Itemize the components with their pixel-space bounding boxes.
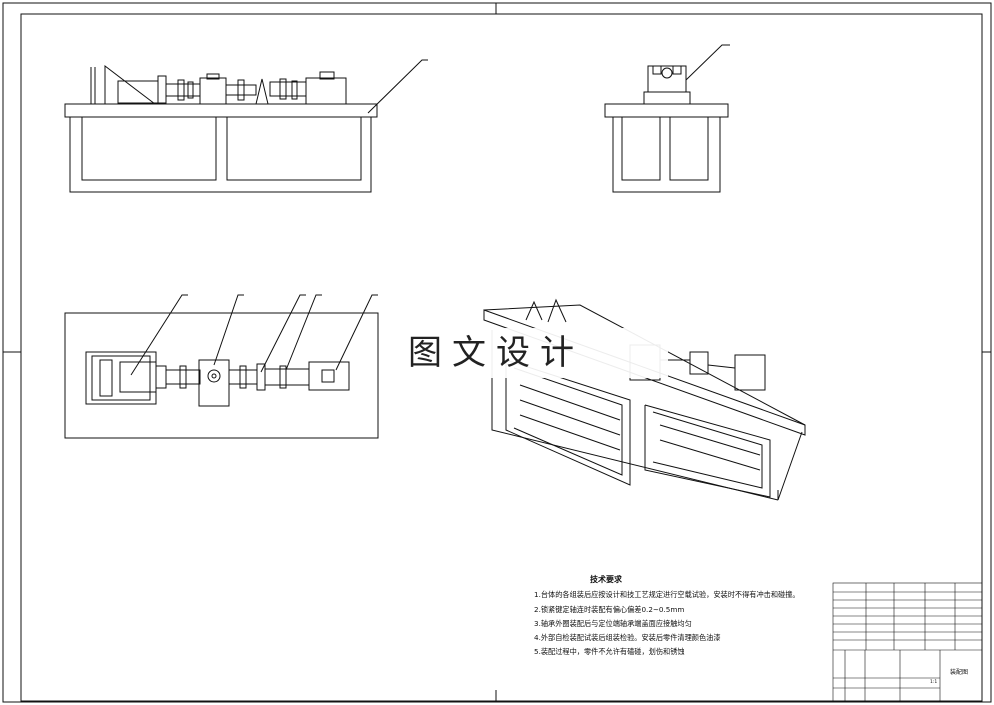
requirement-item: 3.轴承外圈装配后与定位端轴承端盖面应接触均匀 [534, 619, 692, 628]
title-block-scale: 1:1 [930, 680, 938, 685]
title-block [832, 582, 983, 702]
requirement-item: 5.装配过程中，零件不允许有磕碰，划伤和锈蚀 [534, 647, 685, 656]
title-block-drawing-name: 装配图 [950, 669, 969, 676]
watermark-text: 图文设计 [398, 328, 668, 378]
side-view [604, 44, 730, 193]
requirement-item: 1.台体的各组装后应按设计和技工艺规定进行空载试验，安装时不得有冲击和碰撞。 [534, 590, 800, 599]
requirement-item: 4.外部自检装配试装后组装检验。安装后零件清理颜色油漆 [534, 633, 721, 642]
requirement-item: 2.锁紧键定轴连时装配有偏心偏差0.2~0.5mm [534, 605, 685, 614]
top-view [64, 294, 379, 439]
requirements-title: 技术要求 [590, 574, 622, 584]
front-view [64, 59, 428, 193]
isometric-view [483, 298, 806, 501]
